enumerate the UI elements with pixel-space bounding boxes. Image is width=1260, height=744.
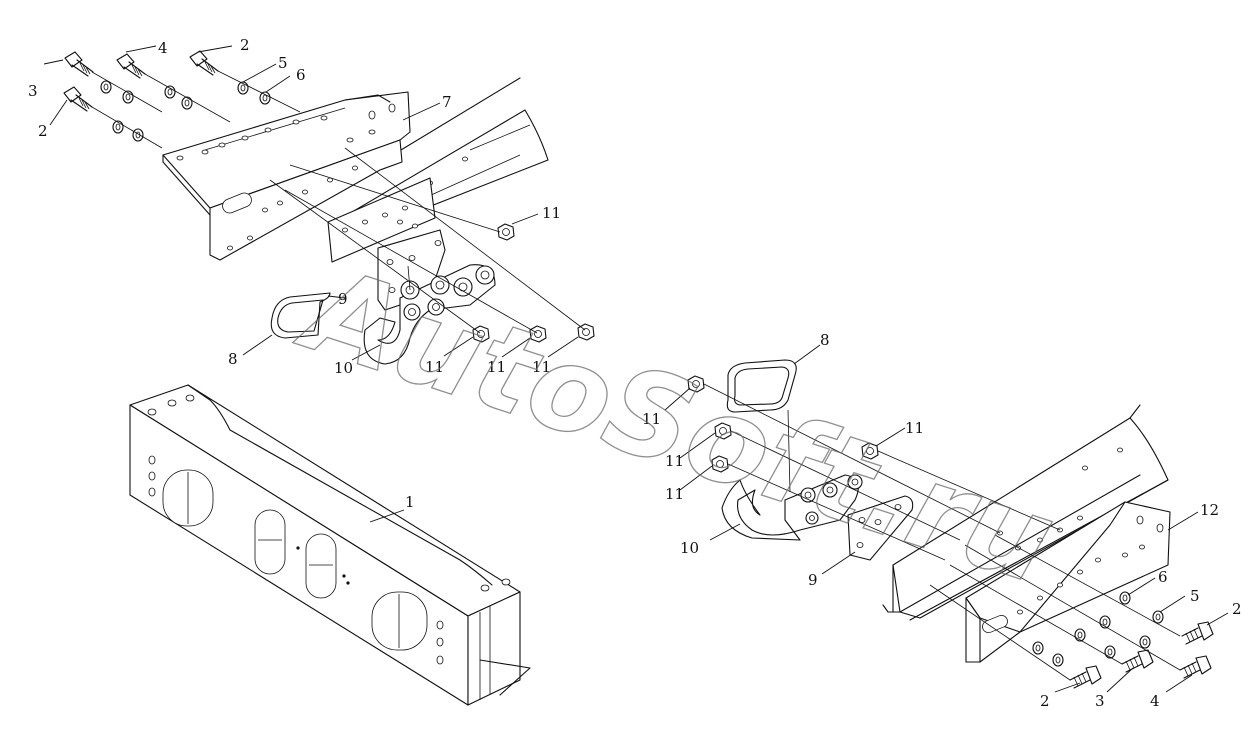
callout-2-left-bottom: 2 <box>38 122 48 140</box>
part-8-right-loop <box>726 359 797 413</box>
right-nuts <box>687 375 879 473</box>
bolt-4-left <box>116 53 146 79</box>
callout-6-left: 6 <box>296 66 306 84</box>
part-7-left-bracket <box>162 91 411 261</box>
callout-3-right: 3 <box>1095 692 1105 710</box>
part-9-right-plate <box>847 495 914 561</box>
right-frame-rail <box>882 404 1169 621</box>
callout-1: 1 <box>405 493 415 511</box>
bolt-4-right <box>1179 655 1212 679</box>
callout-11-left-b: 11 <box>425 358 444 376</box>
left-nuts <box>472 223 595 343</box>
callout-11-right-d: 11 <box>905 419 924 437</box>
nut-11-right-d <box>861 442 879 460</box>
bolt-2-left-bottom <box>63 86 93 112</box>
callout-4-left: 4 <box>158 39 168 57</box>
right-bolts-and-washers <box>1032 591 1214 689</box>
callout-2-right-top: 2 <box>1232 600 1242 618</box>
bolt-2-right-top <box>1181 621 1214 645</box>
callout-12: 12 <box>1200 501 1219 519</box>
left-bolts-and-washers <box>63 50 271 142</box>
nut-11-right-b <box>714 422 732 440</box>
callout-labels: 1 2 2 2 2 3 3 4 4 5 5 6 6 7 8 8 9 9 10 1… <box>28 36 1242 710</box>
callout-11-left-a: 11 <box>542 204 561 222</box>
callout-11-right-c: 11 <box>665 485 684 503</box>
callout-3-left: 3 <box>28 82 38 100</box>
callout-9-right: 9 <box>808 571 818 589</box>
callout-9-left: 9 <box>338 290 348 308</box>
bolt-3-left <box>64 51 94 77</box>
nut-11-left-a <box>497 223 515 241</box>
callout-10-right: 10 <box>680 539 699 557</box>
callout-5-left: 5 <box>278 54 288 72</box>
callout-11-right-b: 11 <box>665 452 684 470</box>
nut-11-left-c <box>529 325 547 343</box>
callout-2-right-bottom: 2 <box>1040 692 1050 710</box>
nut-11-left-b <box>472 325 490 343</box>
callout-11-right-a: 11 <box>642 410 661 428</box>
part-10-right-hook <box>721 474 863 541</box>
nut-11-right-c <box>711 455 729 473</box>
right-assembly-centerlines <box>703 383 1181 681</box>
callout-8-right: 8 <box>820 331 830 349</box>
callout-5-right: 5 <box>1190 587 1200 605</box>
bolt-2-left-top <box>189 50 219 76</box>
part-1-cross-member <box>129 384 531 706</box>
leader-lines <box>43 45 1229 693</box>
callout-7: 7 <box>442 93 452 111</box>
left-assembly-centerlines <box>91 70 586 334</box>
callout-8-left: 8 <box>228 350 238 368</box>
callout-2-left-top: 2 <box>240 36 250 54</box>
callout-6-right: 6 <box>1158 568 1168 586</box>
bolt-3-right <box>1121 649 1154 673</box>
bolt-2-right-bottom <box>1069 665 1102 689</box>
part-8-left-loop <box>270 292 331 339</box>
callout-11-left-c: 11 <box>487 358 506 376</box>
callout-10-left: 10 <box>334 359 353 377</box>
callout-11-left-d: 11 <box>532 358 551 376</box>
left-tie-plate <box>327 177 436 263</box>
callout-4-right: 4 <box>1150 692 1160 710</box>
